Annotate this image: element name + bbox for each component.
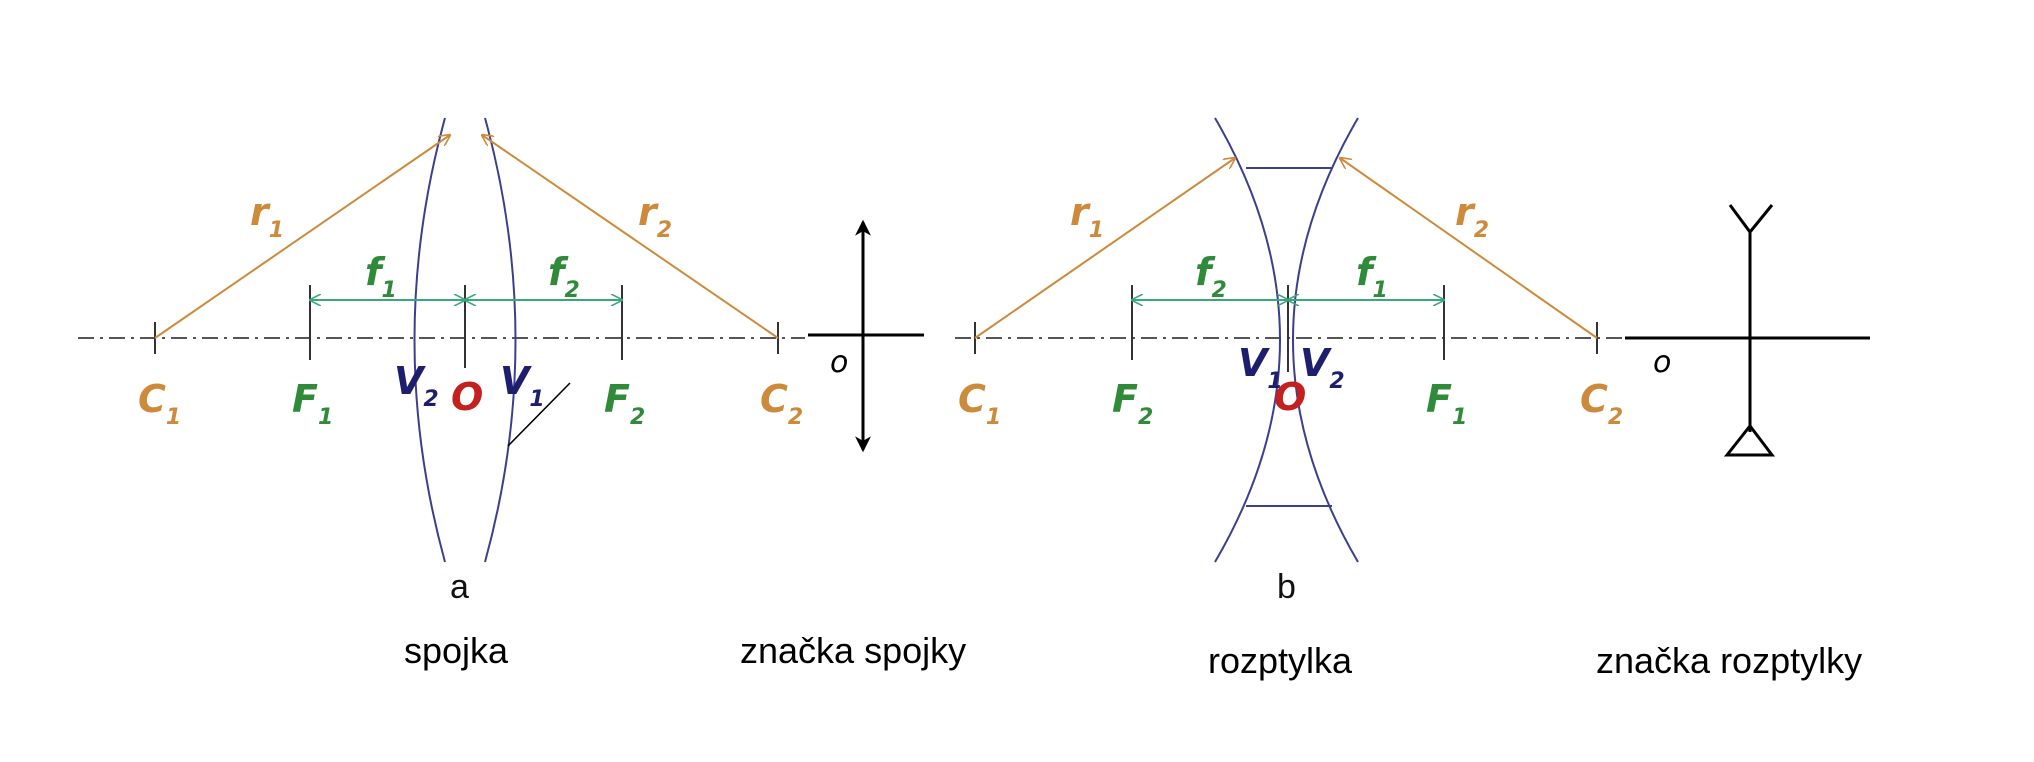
label-f2-point-a: F2 [604, 377, 645, 430]
panel-letter-b: b [1277, 568, 1296, 606]
lens-arc-right-b [1292, 117, 1359, 563]
label-f1-point-a: F1 [292, 377, 333, 430]
symbol-fork-bottom [1723, 423, 1776, 457]
symbol-diverging-lens: o [1625, 204, 1870, 457]
lens-arc-left-a [413, 117, 446, 563]
caption-znacka-spojky: značka spojky [740, 630, 967, 671]
symbol-fork-top [1728, 204, 1774, 235]
label-v2-b: V2 [1300, 341, 1345, 394]
panel-b-diverging-lens: r1 r2 f2 f1 C1 F2 V1 O V2 F1 C2 b [955, 117, 1640, 606]
label-r1-b: r1 [1070, 190, 1104, 243]
symbol-converging-lens: o [808, 219, 924, 453]
caption-spojka: spojka [404, 630, 509, 671]
label-o-a: O [451, 375, 483, 419]
lens-arc-right-a [484, 117, 517, 563]
label-r2-b: r2 [1455, 190, 1489, 243]
label-o-b: O [1274, 375, 1306, 419]
label-f2-point-b: F2 [1112, 377, 1153, 430]
label-r1-a: r1 [250, 190, 284, 243]
radius-arrow-r1-a [154, 135, 450, 339]
symbol-axis-label-a: o [830, 345, 848, 380]
radius-arrow-r1-b [974, 158, 1235, 339]
label-f1-a: f1 [365, 250, 397, 303]
caption-rozptylka: rozptylka [1208, 640, 1353, 681]
caption-znacka-rozptylky: značka rozptylky [1596, 640, 1863, 681]
radius-arrow-r2-b [1340, 158, 1598, 339]
label-c2-b: C2 [1580, 377, 1623, 430]
label-f2-b: f2 [1195, 250, 1227, 303]
label-v1-a: V1 [500, 359, 545, 412]
radius-arrow-r2-a [482, 135, 779, 339]
label-c2-a: C2 [760, 377, 803, 430]
pointer-stroke-a [507, 382, 571, 447]
label-v2-a: V2 [394, 359, 439, 412]
panel-letter-a: a [450, 568, 469, 606]
panel-a-converging-lens: r1 r2 f1 f2 C1 F1 V2 O V1 F2 C2 a [78, 117, 805, 606]
label-c1-a: C1 [138, 377, 181, 430]
symbol-axis-label-b: o [1653, 345, 1671, 380]
label-f2-a: f2 [548, 250, 580, 303]
label-c1-b: C1 [958, 377, 1001, 430]
label-v1-b: V1 [1238, 341, 1283, 394]
label-f1-point-b: F1 [1426, 377, 1467, 430]
label-f1-b: f1 [1356, 250, 1388, 303]
lens-arc-left-b [1214, 117, 1281, 563]
label-r2-a: r2 [638, 190, 672, 243]
